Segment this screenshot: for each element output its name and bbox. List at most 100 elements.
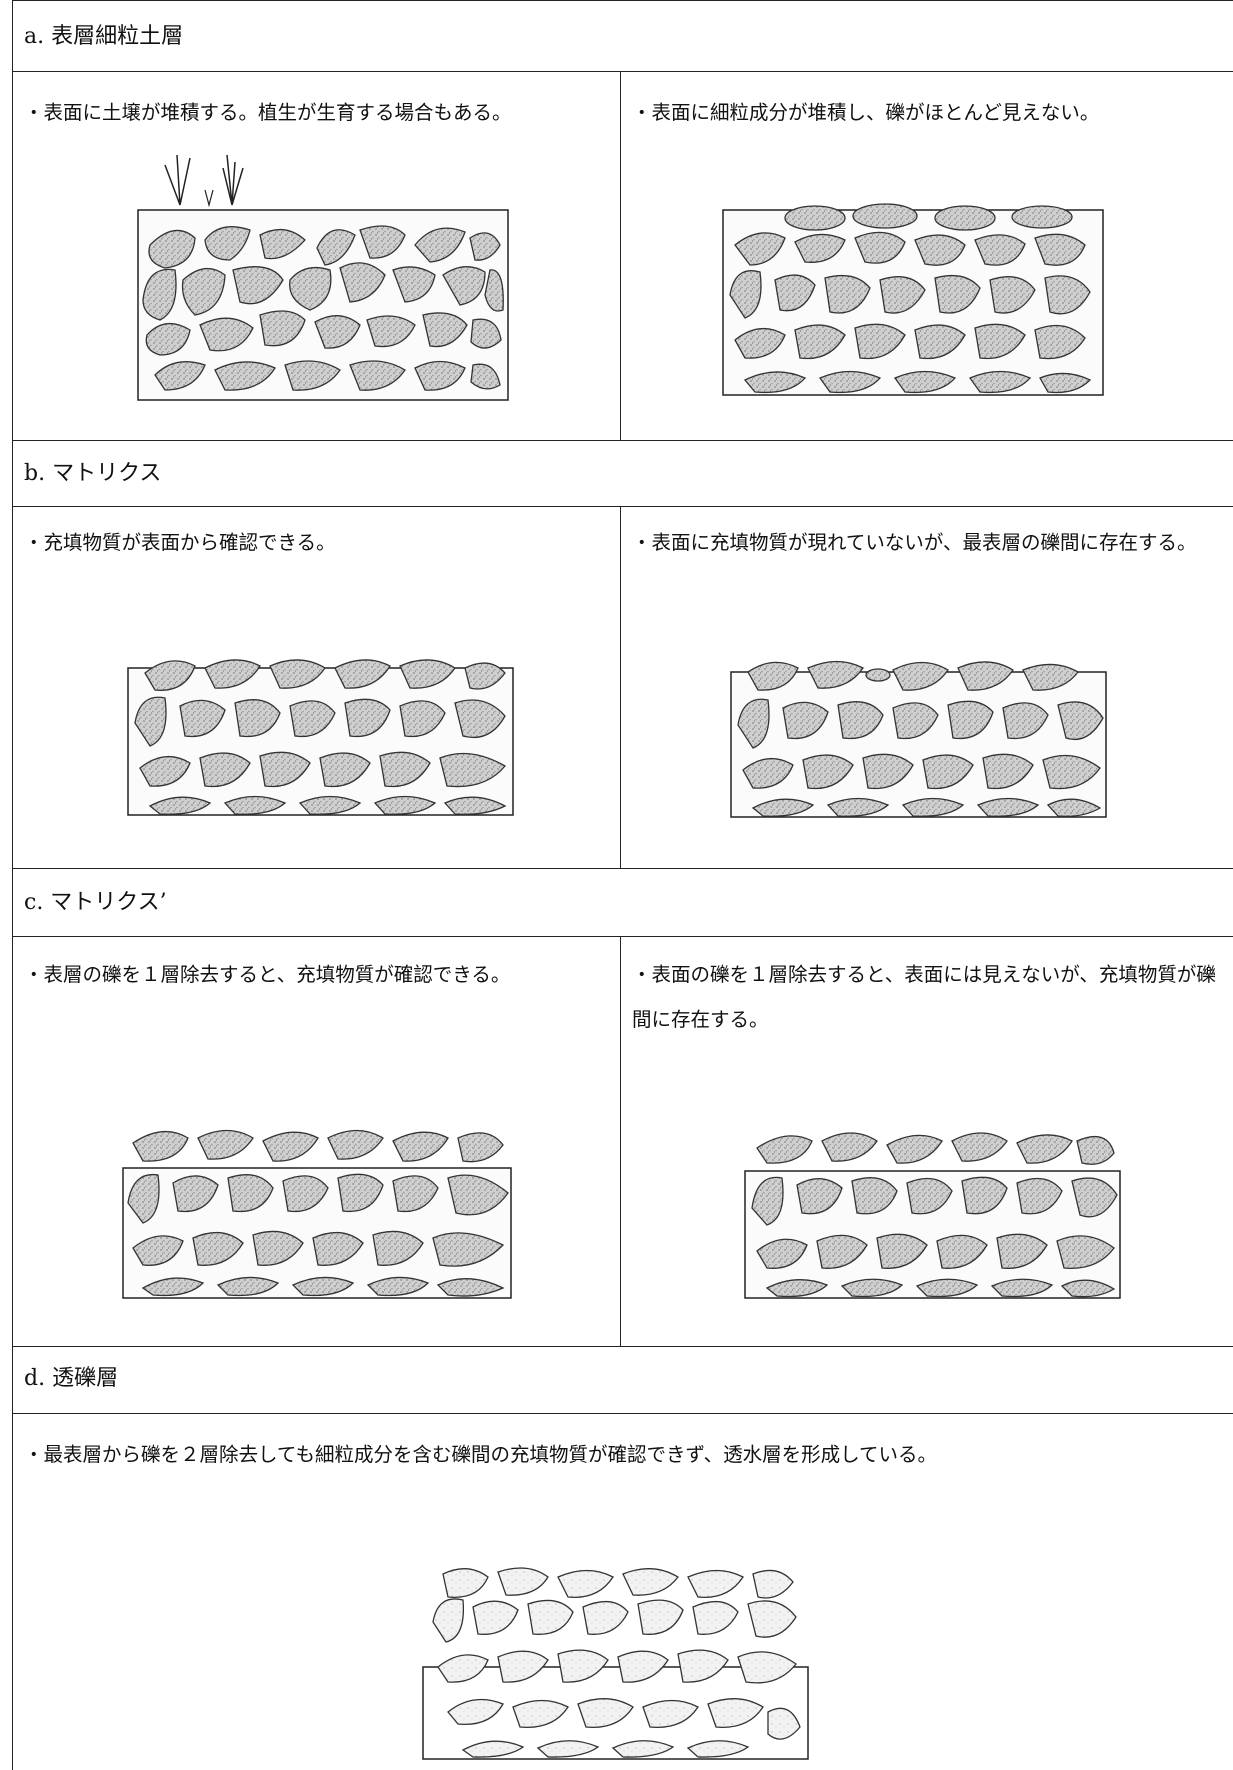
gravel-stone xyxy=(1039,372,1092,394)
gravel-stone xyxy=(164,154,191,206)
soil-cross-section-a-right xyxy=(720,200,1110,400)
gravel-stone xyxy=(782,701,829,740)
gravel-stone xyxy=(936,1234,988,1269)
gravel-stone xyxy=(756,1135,813,1164)
gravel-stone xyxy=(197,1129,254,1160)
gravel-stone xyxy=(472,1600,519,1635)
gravel-stone xyxy=(192,1231,244,1266)
row-divider xyxy=(12,1346,1233,1347)
gravel-stone xyxy=(461,1740,525,1758)
gravel-stone xyxy=(344,698,391,738)
gravel-stone xyxy=(862,753,914,790)
column-divider xyxy=(620,506,621,868)
gravel-stone xyxy=(851,1177,898,1215)
gravel-stone xyxy=(154,361,206,391)
gravel-stone xyxy=(756,1238,808,1269)
gravel-stone xyxy=(259,310,306,347)
gravel-stone xyxy=(677,1649,729,1683)
gravel-stone xyxy=(826,797,890,817)
gravel-stone xyxy=(747,661,799,691)
gravel-stone xyxy=(1057,701,1104,741)
gravel-stone xyxy=(204,659,261,689)
gravel-stone xyxy=(379,751,431,788)
gravel-stone xyxy=(976,797,1040,817)
gravel-stone xyxy=(359,225,406,259)
soil-cross-section-d xyxy=(418,1562,813,1762)
column-divider xyxy=(620,936,621,1346)
gravel-stone xyxy=(821,1132,878,1162)
gravel-stone xyxy=(216,1276,280,1297)
gravel-stone xyxy=(337,1173,384,1213)
gravel-stone xyxy=(439,752,506,788)
gravel-stone xyxy=(734,232,786,266)
gravel-stone xyxy=(259,751,311,788)
gravel-stone xyxy=(743,371,807,394)
gravel-stone xyxy=(957,661,1014,691)
soil-cross-section-b-right xyxy=(728,650,1113,820)
gravel-stone xyxy=(204,189,214,208)
gravel-stone xyxy=(289,266,332,311)
gravel-stone xyxy=(747,1600,797,1638)
gravel-stone xyxy=(729,270,762,319)
section-title-a: a. 表層細粒土層 xyxy=(24,24,184,49)
gravel-stone xyxy=(807,660,864,689)
gravel-stone xyxy=(214,361,276,391)
gravel-stone xyxy=(837,701,884,740)
gravel-stone xyxy=(840,1278,904,1298)
row-divider xyxy=(12,440,1233,441)
gravel-stone xyxy=(879,276,926,314)
gravel-stone xyxy=(1046,798,1102,817)
gravel-stone xyxy=(1044,275,1091,315)
row-divider xyxy=(12,1413,1233,1414)
gravel-stone xyxy=(469,232,501,261)
gravel-stone xyxy=(1076,1135,1115,1165)
description-b-right: ・表面に充填物質が現れていないが、最表層の礫間に存在する。 xyxy=(632,531,1197,554)
gravel-stone xyxy=(876,1233,928,1269)
section-title-c: c. マトリクス’ xyxy=(24,890,167,915)
gravel-stone xyxy=(139,756,191,787)
gravel-stone xyxy=(894,370,957,394)
gravel-stone xyxy=(392,1131,449,1162)
gravel-stone xyxy=(252,1230,304,1266)
gravel-stone xyxy=(314,315,361,349)
row-divider xyxy=(12,71,1233,72)
gravel-stone xyxy=(934,205,996,231)
gravel-stone xyxy=(692,1600,739,1635)
gravel-stone xyxy=(145,323,191,356)
soil-cross-section-c-left xyxy=(118,1123,518,1301)
gravel-stone xyxy=(181,268,226,316)
gravel-stone xyxy=(349,360,406,391)
section-title-b: b. マトリクス xyxy=(24,461,162,486)
gravel-stone xyxy=(961,1176,1008,1215)
gravel-stone xyxy=(1016,1134,1073,1164)
gravel-stone xyxy=(316,229,356,266)
gravel-stone xyxy=(422,312,468,348)
gravel-stone xyxy=(687,1569,744,1598)
gravel-stone xyxy=(497,1567,549,1596)
gravel-stone xyxy=(262,1131,319,1162)
row-divider xyxy=(12,936,1233,937)
gravel-stone xyxy=(284,360,341,391)
gravel-stone xyxy=(1056,1235,1115,1269)
gravel-stone xyxy=(1011,205,1073,229)
gravel-stone xyxy=(774,274,816,312)
gravel-stone xyxy=(582,1600,629,1635)
gravel-stone xyxy=(432,1598,465,1643)
gravel-stone xyxy=(470,318,502,349)
gravel-stone xyxy=(969,370,1032,394)
gravel-stone xyxy=(199,317,254,352)
gravel-stone xyxy=(819,370,882,394)
gravel-stone xyxy=(142,268,177,321)
gravel-stone xyxy=(752,1569,794,1599)
gravel-stone xyxy=(794,233,846,263)
gravel-stone xyxy=(751,1176,784,1226)
row-divider xyxy=(12,506,1233,507)
table-top-border xyxy=(12,0,1233,1)
gravel-stone xyxy=(1034,233,1086,266)
gravel-stone xyxy=(622,1568,679,1596)
gravel-stone xyxy=(816,1234,868,1269)
gravel-stone xyxy=(865,668,891,682)
gravel-stone xyxy=(642,1699,699,1728)
gravel-stone xyxy=(334,659,391,689)
gravel-stone xyxy=(319,752,371,788)
